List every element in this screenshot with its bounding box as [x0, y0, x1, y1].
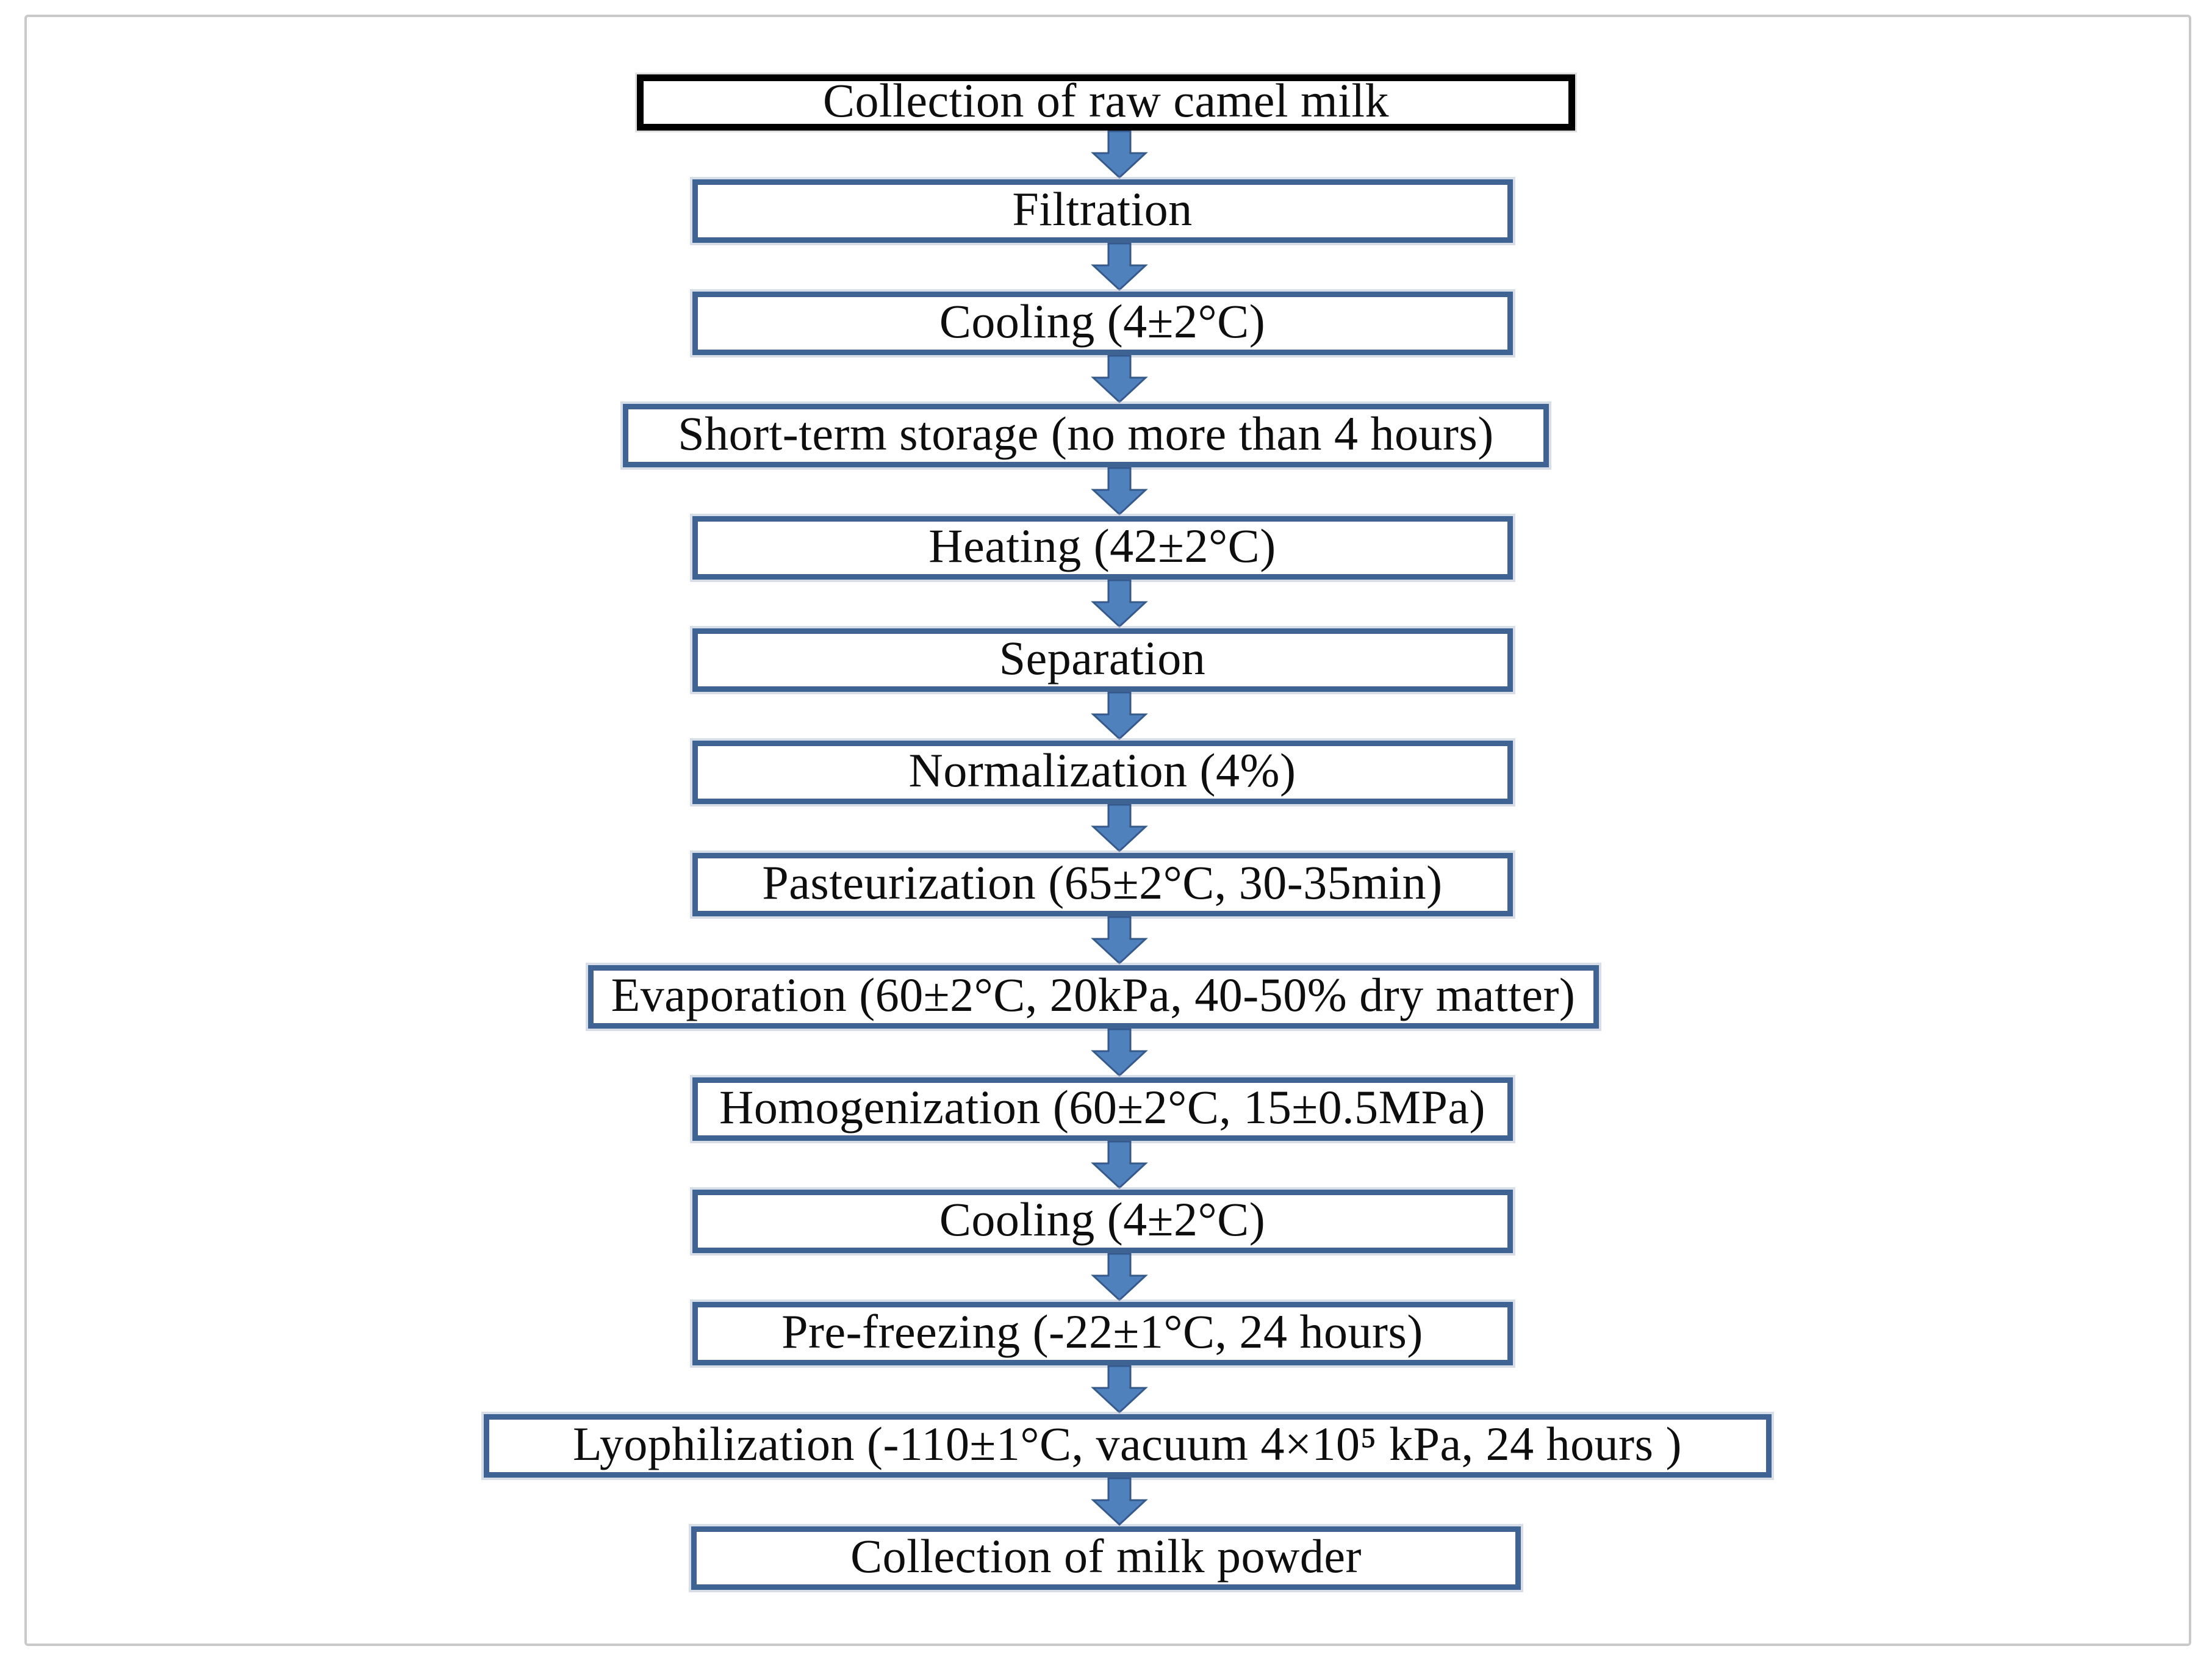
down-arrow-icon	[1091, 1365, 1148, 1414]
down-arrow-shape	[1091, 692, 1148, 741]
step-pre-freezing: Pre-freezing (-22±1°C, 24 hours)	[692, 1302, 1513, 1365]
down-arrow-icon	[1091, 131, 1148, 179]
step-pasteurization: Pasteurization (65±2°C, 30-35min)	[692, 853, 1513, 916]
down-arrow-icon	[1091, 355, 1148, 404]
step-label: Evaporation (60±2°C, 20kPa, 40-50% dry m…	[611, 968, 1576, 1021]
step-label: Short-term storage (no more than 4 hours…	[678, 407, 1494, 460]
down-arrow-shape	[1091, 1478, 1148, 1526]
down-arrow-shape	[1091, 1365, 1148, 1414]
step-lyophilization: Lyophilization (-110±1°C, vacuum 4×10⁵ k…	[483, 1414, 1772, 1478]
step-homogenization: Homogenization (60±2°C, 15±0.5MPa)	[692, 1077, 1513, 1141]
down-arrow-icon	[1091, 916, 1148, 965]
step-cooling-1: Cooling (4±2°C)	[692, 292, 1513, 355]
down-arrow-shape	[1091, 1141, 1148, 1190]
down-arrow-shape	[1091, 131, 1148, 179]
step-label: Cooling (4±2°C)	[939, 295, 1266, 348]
step-label: Lyophilization (-110±1°C, vacuum 4×10⁵ k…	[573, 1417, 1682, 1470]
down-arrow-shape	[1091, 1029, 1148, 1077]
process-flowchart: Collection of raw camel milk Filtration …	[0, 74, 2212, 1590]
down-arrow-shape	[1091, 243, 1148, 292]
down-arrow-shape	[1091, 467, 1148, 516]
down-arrow-shape	[1091, 580, 1148, 628]
step-collection-of-milk-powder: Collection of milk powder	[691, 1526, 1521, 1590]
step-label: Pasteurization (65±2°C, 30-35min)	[762, 856, 1443, 909]
down-arrow-icon	[1091, 243, 1148, 292]
step-separation: Separation	[692, 628, 1513, 692]
step-label: Collection of raw camel milk	[822, 74, 1390, 127]
step-filtration: Filtration	[692, 179, 1513, 243]
step-label: Normalization (4%)	[908, 744, 1296, 797]
step-cooling-2: Cooling (4±2°C)	[692, 1190, 1513, 1253]
step-evaporation: Evaporation (60±2°C, 20kPa, 40-50% dry m…	[587, 965, 1599, 1029]
step-label: Separation	[999, 631, 1206, 685]
down-arrow-icon	[1091, 1478, 1148, 1526]
down-arrow-icon	[1091, 1029, 1148, 1077]
down-arrow-icon	[1091, 804, 1148, 853]
down-arrow-shape	[1091, 355, 1148, 404]
step-label: Cooling (4±2°C)	[939, 1193, 1266, 1246]
step-label: Homogenization (60±2°C, 15±0.5MPa)	[719, 1080, 1485, 1134]
step-label: Heating (42±2°C)	[928, 519, 1276, 572]
step-label: Filtration	[1012, 182, 1193, 235]
step-label: Pre-freezing (-22±1°C, 24 hours)	[781, 1305, 1423, 1358]
step-heating: Heating (42±2°C)	[692, 516, 1513, 580]
step-normalization: Normalization (4%)	[692, 741, 1513, 804]
down-arrow-icon	[1091, 1253, 1148, 1302]
down-arrow-shape	[1091, 804, 1148, 853]
down-arrow-icon	[1091, 580, 1148, 628]
step-label: Collection of milk powder	[850, 1529, 1362, 1583]
step-short-term-storage: Short-term storage (no more than 4 hours…	[623, 404, 1549, 467]
down-arrow-shape	[1091, 916, 1148, 965]
down-arrow-icon	[1091, 692, 1148, 741]
step-collection-of-raw-camel-milk: Collection of raw camel milk	[637, 74, 1575, 131]
down-arrow-shape	[1091, 1253, 1148, 1302]
down-arrow-icon	[1091, 1141, 1148, 1190]
down-arrow-icon	[1091, 467, 1148, 516]
page-frame-border	[24, 15, 2191, 1646]
